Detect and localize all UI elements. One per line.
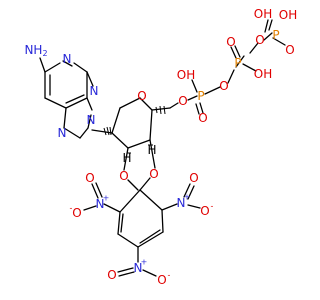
phosphorus-2: P — [234, 56, 241, 70]
pyrimidine-n-top: N — [63, 52, 72, 66]
linker-oxygen: O — [178, 94, 187, 108]
p2-hydroxyl: OH — [254, 67, 272, 81]
nitro-n-left: N — [96, 197, 105, 211]
pyrimidine-n-right: N — [90, 84, 99, 98]
p1-double-oxygen: O — [198, 111, 207, 125]
imidazole-n: N — [58, 126, 67, 140]
phosphorus-1: P — [197, 89, 204, 103]
p2-double-oxygen: O — [226, 35, 235, 49]
nitro-charge-right: + — [184, 193, 191, 202]
nitro-o-dbl-bottom: O — [107, 268, 116, 282]
stereo-hash-bonds — [103, 105, 166, 154]
p3-double-oxygen: O — [285, 43, 294, 57]
nitro-n-bottom: N — [134, 261, 143, 275]
atom-labels: NH2 N N N N O O P OH O O P O OH O P OH O… — [24, 7, 297, 287]
nitro-o-minus-right: O — [200, 204, 209, 218]
phosphorus-3: P — [272, 28, 279, 42]
p3-hydroxyl-right: OH — [279, 8, 297, 22]
p1-hydroxyl: OH — [177, 68, 195, 82]
nitro-o-minus-left: O — [72, 206, 81, 220]
nitro-minus-bottom: - — [168, 271, 171, 280]
glycosidic-n: N — [87, 113, 96, 127]
nitro-o-minus-bottom: O — [157, 273, 166, 287]
bridge-oxygen-1: O — [219, 79, 228, 93]
stereo-h-right: H — [147, 143, 156, 157]
amine-label: NH2 — [24, 43, 47, 58]
molecule-structure-diagram: NH2 N N N N O O P OH O O P O OH O P OH O… — [24, 7, 297, 287]
nitro-charge-left: + — [103, 194, 110, 203]
stereo-h-left: H — [122, 151, 131, 165]
ketal-oxygen-left: O — [119, 169, 128, 183]
nitro-o-dbl-right: O — [189, 171, 198, 185]
nitro-minus-left: - — [70, 204, 73, 213]
p3-hydroxyl-left: OH — [254, 7, 272, 21]
bridge-oxygen-2: O — [255, 33, 264, 47]
nitro-o-dbl-left: O — [85, 171, 94, 185]
nitro-n-right: N — [177, 196, 186, 210]
ring-oxygen: O — [137, 89, 146, 103]
ketal-oxygen-right: O — [149, 167, 158, 181]
nitro-charge-bottom: + — [141, 258, 148, 267]
nitro-minus-right: - — [211, 202, 214, 211]
bond-lines — [39, 19, 286, 277]
